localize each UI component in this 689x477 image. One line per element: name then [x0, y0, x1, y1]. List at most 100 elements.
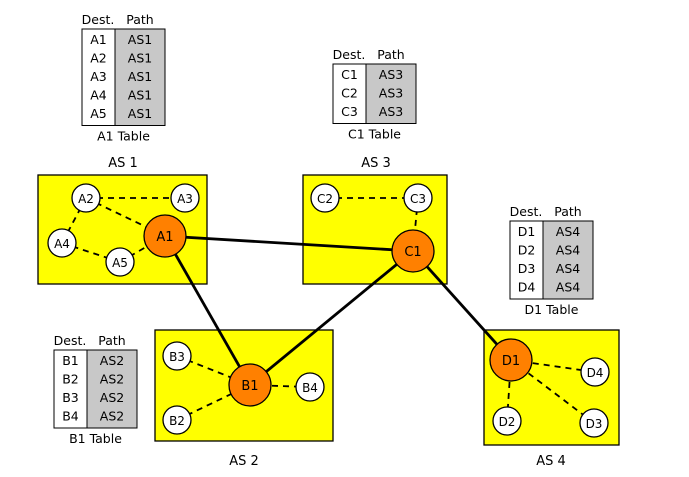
router-nodes: A1 A2 A3 A4 A5 C1 C2 C3 B1 B2 B3 B4 D1 D…: [47, 183, 610, 438]
node-c3: [403, 183, 433, 213]
node-d4-label: D4: [587, 366, 604, 380]
node-c1-label: C1: [404, 245, 421, 260]
node-b3-label: B3: [169, 350, 185, 364]
d1-table-dest-cell: D1: [518, 224, 536, 239]
c1-table-dest-cell: C1: [341, 67, 358, 82]
node-d1-label: D1: [502, 354, 520, 369]
a1-table-header-path: Path: [126, 12, 153, 27]
d1-table-caption: D1 Table: [525, 302, 579, 317]
link-a1-c1: [164, 234, 414, 253]
node-a3: [170, 183, 200, 213]
b1-table-dest-cell: B1: [62, 353, 79, 368]
b1-table-path-cell: AS2: [100, 409, 124, 424]
b1-table-dest-cell: B2: [62, 372, 79, 387]
a1-table-header-dest: Dest.: [82, 12, 115, 27]
b1-table-dest-cell: B3: [62, 390, 79, 405]
a1-table-path-cell: AS1: [128, 88, 152, 103]
d1-table-dest-cell: D3: [518, 261, 536, 276]
a1-table-path-cell: AS1: [128, 69, 152, 84]
link-a2-a4: [61, 197, 87, 244]
node-a2-label: A2: [78, 192, 94, 206]
link-c1-d1: [411, 250, 513, 361]
d1-table-path-cell: AS4: [556, 261, 580, 276]
b1-table-header-dest: Dest.: [54, 333, 87, 348]
d1-table-dest-column: [509, 220, 544, 300]
as2-label: AS 2: [229, 454, 259, 469]
b1-table-caption: B1 Table: [69, 431, 122, 446]
node-a4-label: A4: [54, 237, 70, 251]
node-d1: [489, 338, 533, 382]
node-b2: [162, 405, 192, 435]
node-d2-label: D2: [499, 415, 516, 429]
b1-table-path-cell: AS2: [100, 372, 124, 387]
b1-table-dest-column: [53, 349, 88, 429]
node-b1: [228, 363, 272, 407]
link-a5-a1: [119, 235, 166, 263]
c1-table-dest-column: [332, 63, 367, 124]
as4-label: AS 4: [536, 454, 566, 469]
node-c2: [310, 183, 340, 213]
node-c3-label: C3: [410, 192, 426, 206]
b1-table-path-column: [86, 349, 138, 429]
b1-table-path-cell: AS2: [100, 390, 124, 405]
c1-table-caption: C1 Table: [348, 127, 401, 142]
as3-label: AS 3: [361, 156, 391, 171]
as1-label: AS 1: [108, 156, 138, 171]
b1-table-header-path: Path: [98, 333, 125, 348]
node-d3-label: D3: [586, 417, 603, 431]
a1-table-path-cell: AS1: [128, 51, 152, 66]
node-a5-label: A5: [112, 256, 128, 270]
a1-table-dest-cell: A5: [90, 106, 107, 121]
a1-table-dest-column: [81, 28, 116, 126]
c1-table-header-dest: Dest.: [333, 47, 366, 62]
c1-table-dest-cell: C2: [341, 86, 358, 101]
a1-table-dest-cell: A1: [90, 32, 107, 47]
a1-table-dest-cell: A3: [90, 69, 107, 84]
a1-table-dest-cell: A2: [90, 51, 107, 66]
node-a2: [71, 183, 101, 213]
d1-table-header-dest: Dest.: [510, 204, 543, 219]
node-d2: [492, 406, 522, 436]
d1-table-header-path: Path: [554, 204, 581, 219]
link-c1-b1: [249, 249, 414, 387]
d1-table-path-column: [542, 220, 594, 300]
node-a5: [105, 247, 135, 277]
node-a4: [47, 228, 77, 258]
node-b4: [295, 372, 325, 402]
c1-table-path-cell: AS3: [379, 104, 403, 119]
c1-table-path-cell: AS3: [379, 67, 403, 82]
b1-table-path-cell: AS2: [100, 353, 124, 368]
node-c1: [391, 229, 435, 273]
b1-table-dest-cell: B4: [62, 409, 79, 424]
link-a1-b1: [163, 235, 252, 386]
d1-table-path-cell: AS4: [556, 224, 580, 239]
d1-table-dest-cell: D4: [518, 280, 536, 295]
d1-table-dest-cell: D2: [518, 243, 536, 258]
node-d3: [579, 408, 609, 438]
node-b1-label: B1: [241, 379, 258, 394]
node-a1-label: A1: [156, 230, 173, 245]
c1-table-path-column: [365, 63, 417, 124]
node-b3: [162, 341, 192, 371]
a1-table-dest-cell: A4: [90, 88, 107, 103]
d1-table-path-cell: AS4: [556, 280, 580, 295]
a1-table-path-cell: AS1: [128, 32, 152, 47]
c1-table-header-path: Path: [377, 47, 404, 62]
d1-table-path-cell: AS4: [556, 243, 580, 258]
node-a1: [143, 214, 187, 258]
c1-table-dest-cell: C3: [341, 104, 358, 119]
a1-table-caption: A1 Table: [97, 129, 150, 144]
node-a3-label: A3: [177, 192, 193, 206]
c1-table-path-cell: AS3: [379, 86, 403, 101]
a1-table-path-cell: AS1: [128, 106, 152, 121]
a1-table-path-column: [114, 28, 166, 126]
node-c2-label: C2: [317, 192, 333, 206]
node-b2-label: B2: [169, 414, 185, 428]
node-d4: [580, 357, 610, 387]
node-b4-label: B4: [302, 381, 318, 395]
